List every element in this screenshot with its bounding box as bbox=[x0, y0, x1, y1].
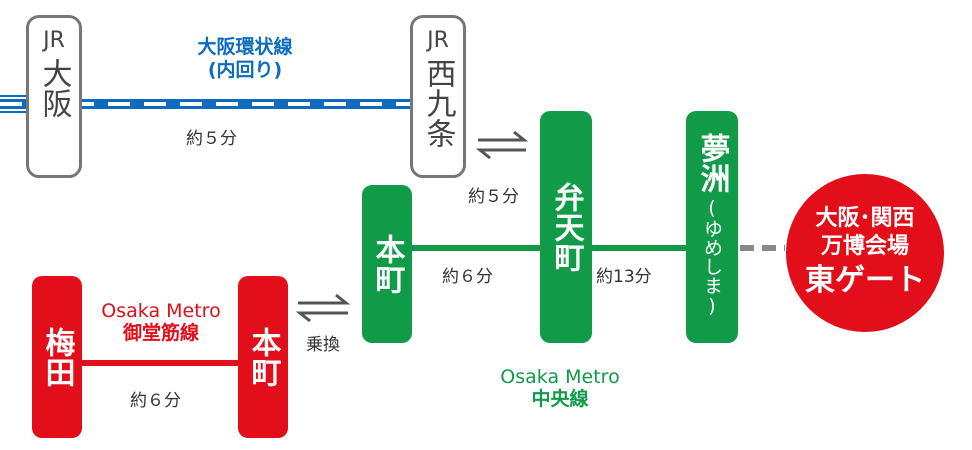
jr-loop-direction: (内回り) bbox=[207, 59, 283, 81]
transfer-arrows-nishikujo-bentencho bbox=[475, 130, 529, 160]
hommachi-chuo-name: 本町 bbox=[369, 234, 405, 294]
yumeshima-name: 夢洲 bbox=[694, 133, 730, 193]
jr-nishikujo-prefix: JR bbox=[427, 28, 449, 53]
midosuji-name-jp: 御堂筋線 bbox=[122, 322, 199, 344]
destination-line1: 大阪･関西 bbox=[815, 206, 915, 231]
jr-osaka-prefix: JR bbox=[43, 28, 65, 53]
hommachi-midosuji-name: 本町 bbox=[245, 327, 281, 387]
midosuji-name-en: Osaka Metro bbox=[101, 300, 221, 322]
destination-east-gate[interactable]: 大阪･関西 万博会場 東ゲート bbox=[786, 174, 944, 332]
transfer-arrows-hommachi bbox=[295, 293, 351, 323]
jr-loop-label: 大阪環状線 (内回り) bbox=[160, 36, 330, 82]
chuo-name-en: Osaka Metro bbox=[500, 366, 620, 388]
midosuji-label: Osaka Metro 御堂筋線 bbox=[85, 300, 237, 344]
time-hommachi-bentencho: 約６分 bbox=[442, 267, 493, 287]
station-umeda[interactable]: 梅田 bbox=[32, 276, 82, 438]
destination-line3: 東ゲート bbox=[805, 263, 925, 298]
station-jr-nishikujo[interactable]: JR 西九条 bbox=[410, 15, 466, 178]
chuo-name-jp: 中央線 bbox=[531, 388, 589, 410]
destination-line2: 万博会場 bbox=[820, 234, 909, 259]
station-hommachi-midosuji[interactable]: 本町 bbox=[238, 276, 288, 438]
umeda-name: 梅田 bbox=[39, 327, 75, 387]
station-hommachi-chuo[interactable]: 本町 bbox=[362, 185, 412, 343]
station-yumeshima[interactable]: 夢洲 (ゆめしま) bbox=[686, 111, 738, 343]
time-bentencho-yumeshima: 約13分 bbox=[596, 267, 652, 287]
time-nishikujo-bentencho: 約５分 bbox=[468, 187, 519, 207]
station-bentencho[interactable]: 弁天町 bbox=[540, 111, 592, 343]
time-umeda-hommachi: 約６分 bbox=[130, 391, 181, 411]
transfer-label: 乗換 bbox=[306, 335, 340, 355]
yumeshima-reading: (ゆめしま) bbox=[701, 197, 723, 317]
bentencho-name: 弁天町 bbox=[548, 182, 584, 272]
station-jr-osaka[interactable]: JR 大阪 bbox=[26, 15, 82, 178]
jr-nishikujo-name: 西九条 bbox=[420, 58, 456, 148]
jr-osaka-name: 大阪 bbox=[36, 58, 72, 118]
jr-loop-name: 大阪環状線 bbox=[197, 36, 293, 58]
time-osaka-nishikujo: 約５分 bbox=[186, 129, 237, 149]
chuo-label: Osaka Metro 中央線 bbox=[480, 366, 640, 410]
